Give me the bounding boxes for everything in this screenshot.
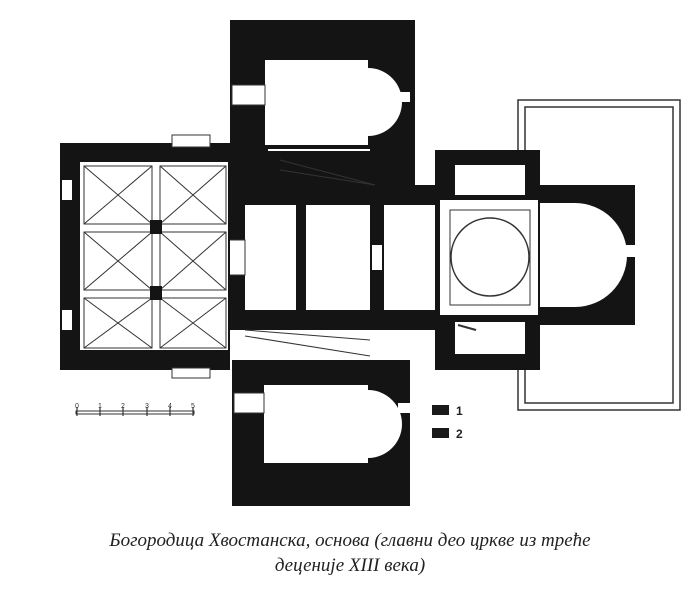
nave	[225, 159, 445, 357]
church-floor-plan: 0 1 2 3 4 5 1 2	[60, 20, 681, 506]
scale-label: 3	[145, 403, 149, 410]
scale-label: 1	[98, 403, 102, 410]
north-chapel	[230, 20, 415, 188]
apse	[538, 185, 635, 325]
scale-label: 4	[168, 403, 172, 410]
scale-label: 2	[121, 403, 125, 410]
narthex	[60, 134, 230, 379]
scale-label: 5	[191, 403, 195, 410]
scale-bar: 0 1 2 3 4 5	[75, 403, 195, 416]
naos-dome	[435, 150, 540, 370]
legend-label-1: 1	[456, 404, 463, 418]
south-chapel	[232, 360, 410, 506]
scale-label: 0	[75, 403, 79, 410]
legend-swatch-1	[432, 405, 449, 415]
legend-label-2: 2	[456, 427, 463, 441]
caption-line-2: деценије XIII века)	[274, 555, 426, 576]
legend: 1 2	[432, 404, 463, 441]
figure-caption: Богородица Хвостанска, основа (главни де…	[0, 528, 700, 578]
legend-swatch-2	[432, 428, 449, 438]
caption-line-1: Богородица Хвостанска, основа (главни де…	[109, 530, 591, 551]
